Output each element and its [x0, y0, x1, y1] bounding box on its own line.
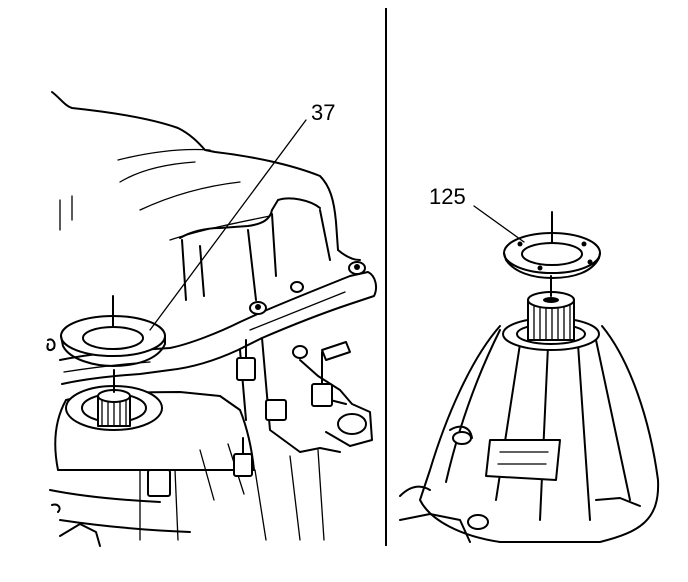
housing-bolt-left: [452, 431, 472, 445]
studs-and-nuts: [147, 339, 367, 497]
flange-bolts: [249, 261, 366, 359]
housing-bolt-bottom: [467, 514, 489, 530]
right-panel-transfer-housing: [399, 211, 660, 543]
transfer-shaft: [527, 275, 575, 341]
housing-window-detail: [497, 451, 549, 465]
case-upper-inner: [117, 148, 271, 241]
housing-window: [485, 439, 561, 481]
callout-label-125: 125: [429, 184, 466, 209]
leader-line-37: [149, 119, 307, 331]
case-left-stripes: [59, 195, 73, 231]
case-left-fragments: [46, 338, 101, 547]
housing-cone: [419, 325, 660, 543]
callout-label-37: 37: [311, 100, 336, 125]
leader-line-125: [473, 205, 525, 243]
case-upper-outline: [51, 91, 361, 261]
left-panel-transmission-case: [46, 91, 377, 547]
case-bottom-edge: [49, 489, 191, 533]
case-boss: [179, 197, 321, 239]
housing-base: [399, 425, 641, 543]
output-shaft: [65, 369, 163, 431]
gasket-125: [503, 211, 601, 279]
housing-ribs: [445, 329, 631, 521]
case-side-bracket: [239, 337, 373, 453]
seal-ring-37: [60, 295, 166, 367]
case-boss-side: [181, 209, 331, 301]
case-flange: [59, 271, 377, 385]
